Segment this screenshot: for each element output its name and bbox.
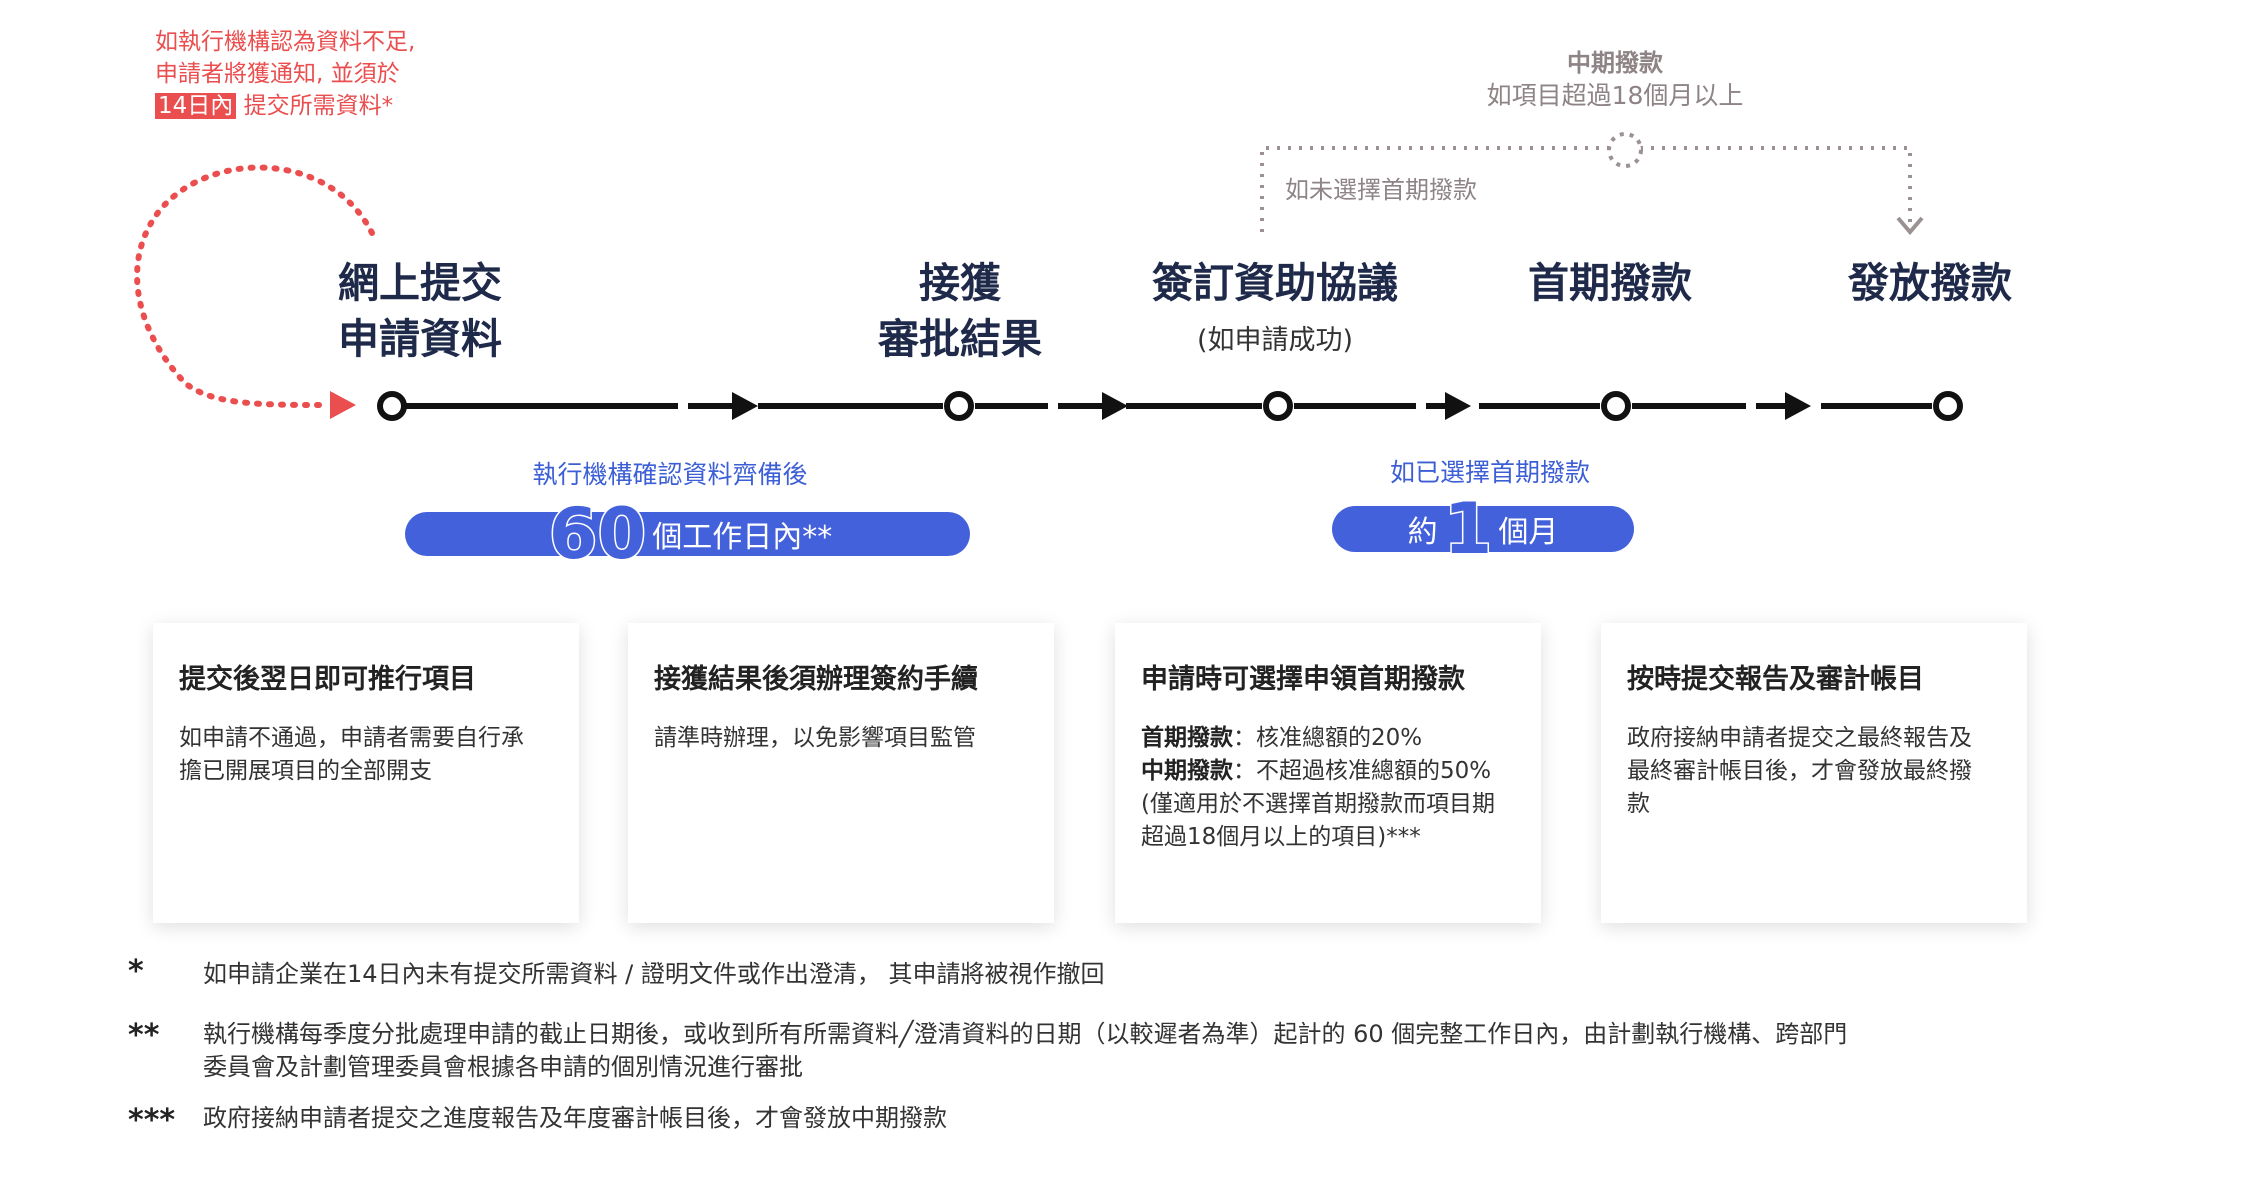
first-payment-label: 首期撥款 bbox=[1141, 725, 1233, 751]
stage-label: 網上提交 bbox=[338, 259, 502, 307]
mid-payment-value: ：不超過核准總額的50% bbox=[1233, 758, 1492, 784]
first-payment-value: ：核准總額的20% bbox=[1233, 725, 1423, 751]
footnote-1: 如申請企業在14日內未有提交所需資料 / 證明文件或作出澄清， 其申請將被視作撤… bbox=[203, 960, 1105, 988]
mid-payment-node bbox=[1607, 132, 1643, 168]
duration-number: 60 bbox=[547, 493, 647, 575]
stage-sign-agreement: 簽訂資助協議 bbox=[1110, 255, 1440, 311]
duration-pill-60-days: 60 個工作日內** bbox=[405, 498, 970, 571]
timeline-nodes bbox=[377, 391, 1963, 421]
card-text: 款 bbox=[1627, 791, 1650, 817]
stage-label: 首期撥款 bbox=[1528, 259, 1692, 307]
stage-label: 簽訂資助協議 bbox=[1152, 259, 1398, 307]
info-card-first-payment: 申請時可選擇申領首期撥款 首期撥款：核准總額的20% 中期撥款：不超過核准總額的… bbox=[1115, 623, 1541, 923]
stage-label: 發放撥款 bbox=[1848, 259, 2012, 307]
card-text: 請準時辦理，以免影響項目監管 bbox=[654, 725, 976, 751]
footnote-3: 政府接納申請者提交之進度報告及年度審計帳目後，才會發放中期撥款 bbox=[203, 1104, 947, 1132]
stage-label: 申請資料 bbox=[338, 315, 502, 363]
mid-payment-title: 中期撥款 bbox=[1567, 49, 1663, 77]
card-title: 申請時可選擇申領首期撥款 bbox=[1141, 664, 1465, 695]
resubmit-arrow-head bbox=[330, 391, 356, 419]
footnote-2-line1: 執行機構每季度分批處理申請的截止日期後，或收到所有所需資料╱澄清資料的日期（以較… bbox=[203, 1020, 1848, 1048]
card-title: 按時提交報告及審計帳目 bbox=[1627, 664, 1924, 695]
stage-label: 接獲 bbox=[919, 259, 1001, 307]
resubmit-loop-arrow bbox=[134, 164, 375, 408]
mid-payment-subtitle: 如項目超過18個月以上 bbox=[1486, 81, 1744, 110]
mid-payment-arrow-head bbox=[1896, 216, 1924, 236]
card-title: 接獲結果後須辦理簽約手續 bbox=[654, 664, 978, 695]
timeline-arrows bbox=[732, 392, 1811, 420]
red-note-line3: 14日內 提交所需資料* bbox=[155, 90, 415, 122]
stage-approval-result: 接獲 審批結果 bbox=[830, 255, 1090, 367]
stage-sign-agreement-sub: (如申請成功) bbox=[1196, 325, 1354, 356]
red-note-line1: 如執行機構認為資料不足, bbox=[155, 29, 416, 55]
footnote-mark: ** bbox=[128, 1018, 160, 1053]
footnote-2: 執行機構每季度分批處理申請的截止日期後，或收到所有所需資料╱澄清資料的日期（以較… bbox=[203, 1018, 1847, 1084]
info-card-submit-reports: 按時提交報告及審計帳目 政府接納申請者提交之最終報告及 最終審計帳目後，才會發放… bbox=[1601, 623, 2027, 923]
no-first-payment-note: 如未選擇首期撥款 bbox=[1285, 176, 1477, 204]
footnote-mark: *** bbox=[128, 1103, 176, 1138]
stage-online-submission: 網上提交 申請資料 bbox=[280, 255, 560, 367]
info-card-start-project: 提交後翌日即可推行項目 如申請不通過，申請者需要自行承 擔已開展項目的全部開支 bbox=[153, 623, 579, 923]
red-note-line2: 申請者將獲通知, 並須於 bbox=[155, 61, 400, 87]
duration-note-60-days: 執行機構確認資料齊備後 bbox=[532, 460, 808, 489]
card-title: 提交後翌日即可推行項目 bbox=[179, 664, 476, 695]
card-text: 最終審計帳目後，才會發放最終撥 bbox=[1627, 758, 1972, 784]
duration-note-1-month: 如已選擇首期撥款 bbox=[1389, 458, 1590, 487]
duration-unit: 個月 bbox=[1498, 515, 1559, 550]
info-card-sign-procedure: 接獲結果後須辦理簽約手續 請準時辦理，以免影響項目監管 bbox=[628, 623, 1054, 923]
card-text: 首期撥款：核准總額的20% bbox=[1141, 722, 1515, 755]
card-text: 超過18個月以上的項目)*** bbox=[1141, 824, 1421, 850]
stage-release-payment: 發放撥款 bbox=[1780, 255, 2080, 311]
card-text: 政府接納申請者提交之最終報告及 bbox=[1627, 725, 1972, 751]
footnote-mark: * bbox=[128, 954, 144, 989]
duration-number: 1 bbox=[1442, 488, 1494, 570]
card-text: 中期撥款：不超過核准總額的50% bbox=[1141, 755, 1515, 788]
stage-first-payment: 首期撥款 bbox=[1460, 255, 1760, 311]
insufficient-info-note: 如執行機構認為資料不足, 申請者將獲通知, 並須於 14日內 提交所需資料* bbox=[155, 26, 415, 122]
card-text: 如申請不通過，申請者需要自行承 bbox=[179, 725, 524, 751]
duration-pill-1-month: 約 1 個月 bbox=[1332, 493, 1634, 566]
duration-prefix: 約 bbox=[1407, 515, 1438, 550]
card-text: (僅適用於不選擇首期撥款而項目期 bbox=[1141, 791, 1495, 817]
red-note-line3-text: 提交所需資料* bbox=[243, 93, 394, 119]
card-text: 擔已開展項目的全部開支 bbox=[179, 758, 432, 784]
red-note-highlight: 14日內 bbox=[155, 93, 237, 119]
mid-payment-label: 中期撥款 bbox=[1141, 758, 1233, 784]
mid-payment-path bbox=[1260, 146, 1912, 232]
duration-unit: 個工作日內** bbox=[652, 520, 833, 555]
footnote-2-line2: 委員會及計劃管理委員會根據各申請的個別情況進行審批 bbox=[203, 1053, 803, 1081]
stage-label: 審批結果 bbox=[878, 315, 1042, 363]
